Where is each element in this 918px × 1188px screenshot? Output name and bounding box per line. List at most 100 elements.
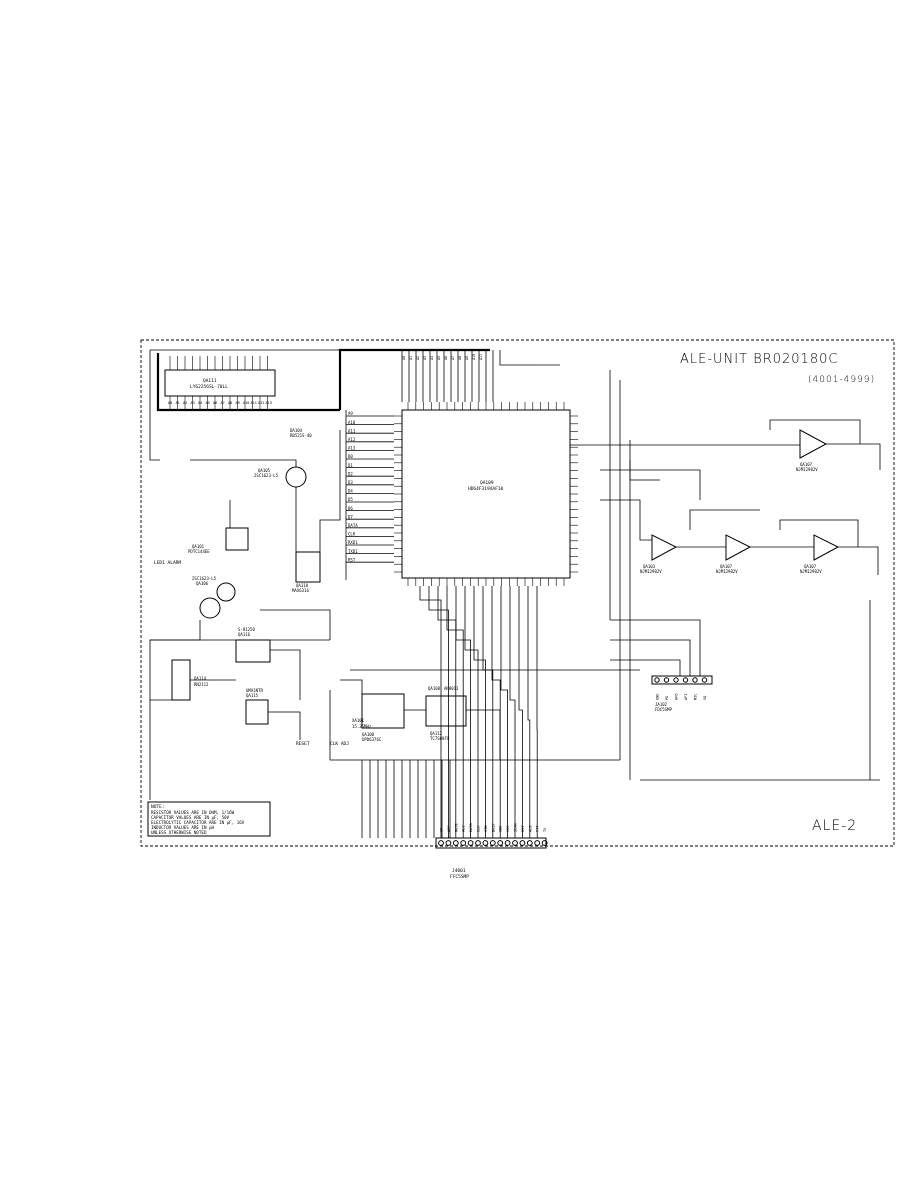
opamp-chain: QA107 NJM12902V QA103 NJM12902V QA107 NJ… — [570, 419, 881, 575]
connector-pin-label: RST — [521, 825, 525, 832]
connector-pin — [541, 840, 548, 846]
osc-ic-part: UPD6376C — [362, 737, 382, 742]
vco-part: AN8011 — [444, 686, 459, 691]
transistor-3-part: UMA1NTR — [246, 688, 263, 693]
connector-pin — [534, 840, 541, 846]
connector-pin-label: DATA — [469, 823, 473, 832]
sheet-label: ALE-2 — [812, 818, 857, 834]
sheet-title: ALE-UNIT BR020180C — [680, 352, 838, 367]
connector-pin-label: GND — [499, 826, 503, 833]
opamp-4-part: NJM12902V — [800, 569, 822, 574]
left-bus-label: D0 — [348, 454, 353, 459]
connector-pin-label: VCC — [506, 826, 510, 833]
opamp-3-part: NJM12902V — [716, 569, 738, 574]
connector-j1-pin-label: AFI — [684, 694, 688, 701]
fanout-line — [473, 586, 486, 838]
left-bus-label: A9 — [348, 411, 353, 416]
left-bus-label: D6 — [348, 506, 353, 511]
connector-j1-pin — [682, 677, 689, 683]
left-bus-label: D1 — [348, 463, 353, 468]
top-bus-label: A8 — [458, 356, 462, 360]
memory-addr-label: A10 — [243, 401, 249, 405]
transistor-3-ref: QA115 — [246, 693, 259, 698]
connector-j1-pin-label: MIC — [694, 694, 698, 701]
left-bus-label: A11 — [348, 428, 356, 433]
connector-pin — [497, 840, 504, 846]
cpu-part: HD64F3194AF10 — [468, 486, 504, 492]
fanout-line — [527, 586, 531, 838]
opamp-1-ref: QA107 — [800, 462, 813, 467]
opamp-3-ref: QA107 — [720, 564, 733, 569]
transistor-cluster: QA105 2SC1623-L5 QA106 2SC1623-L5 QA101 … — [149, 428, 341, 800]
regulator-part: S-81250 — [238, 627, 255, 632]
top-bus-label: A6 — [444, 356, 448, 360]
fanout-line — [428, 586, 449, 838]
connector-j1-pin — [673, 677, 679, 683]
connector-pin — [489, 840, 496, 846]
osc-part: 15.36MHz — [352, 724, 372, 729]
top-bus-label: A9 — [465, 356, 469, 360]
jack-j1-part: FDC5SMP — [655, 707, 672, 712]
connector-pin-label: STB — [484, 826, 488, 833]
fanout-line — [518, 586, 523, 838]
cpu-ref: QA109 — [480, 480, 494, 486]
left-bus-label: D5 — [348, 497, 353, 502]
opamp-1-part: NJM12902V — [796, 467, 818, 472]
connector-pin — [519, 840, 526, 846]
cpu-ic: QA109 HD64F3194AF10 — [394, 402, 578, 586]
pulse-ref: QA114 — [194, 676, 207, 681]
opamp-2-ref: QA103 — [643, 564, 656, 569]
top-bus-label: A7 — [451, 356, 455, 360]
memory-part: LY62256SL-70LL — [190, 384, 228, 390]
connector-j1-pin — [692, 677, 698, 683]
logic-ref: QA112 — [430, 731, 443, 736]
connector-j1-pin-label: GND — [656, 694, 660, 701]
reset-net-label: RESET — [296, 741, 310, 747]
left-bus-label: DATA — [348, 523, 358, 528]
left-bus-label: TXD1 — [348, 549, 358, 554]
pulse-part: RN2112 — [194, 682, 209, 687]
notes-heading: NOTE: — [151, 804, 165, 810]
connector-pin — [504, 840, 511, 846]
diode-4-ref: DA104 — [290, 428, 303, 433]
memory-addr-label: A2 — [183, 401, 187, 405]
connector-j1-pin-label: SQ — [703, 696, 707, 700]
top-bus-label: A2 — [416, 356, 420, 360]
transistor-2-part: 2SC1623-L5 — [192, 576, 217, 581]
memory-addr-label: A8 — [228, 401, 232, 405]
regulator-ref: QA116 — [238, 632, 251, 637]
connector-pin — [460, 840, 467, 846]
left-bus-label: RST — [348, 557, 356, 562]
connector-pin — [438, 840, 444, 846]
connector-j1-pin — [654, 677, 660, 683]
fanout-line — [455, 586, 471, 838]
left-bus-label: RXD1 — [348, 540, 358, 545]
memory-addr-label: A11 — [251, 401, 257, 405]
oscillator-section: QA100 UPD6376C XA101 15.36MHz QA112 TC7S… — [329, 669, 640, 761]
connector-pin-label: CLK — [477, 825, 481, 832]
fanout-line — [482, 586, 494, 838]
left-bus-label: D4 — [348, 489, 353, 494]
memory-addr-label: A6 — [213, 401, 217, 405]
notes-line-1: RESISTOR VALUES ARE IN OHM, 1/16W — [151, 810, 235, 815]
memory-addr-label: A12 — [258, 401, 264, 405]
left-bus-label: D2 — [348, 471, 353, 476]
connector-pin — [526, 840, 533, 846]
connector-pin — [482, 840, 489, 846]
memory-addr-label: A13 — [266, 401, 272, 405]
fanout-line — [464, 586, 479, 838]
top-bus-label: A10 — [472, 354, 476, 360]
opamp-2-part: NJM12902V — [640, 569, 662, 574]
connector-j1-pin — [663, 677, 670, 683]
sheet-border — [140, 339, 895, 847]
connector-pin — [467, 840, 474, 846]
memory-addr-label: A5 — [206, 401, 210, 405]
osc-ref: XA101 — [352, 718, 365, 723]
connector-pin-label: PTT — [536, 825, 540, 832]
connector-pin-label: ALC — [462, 826, 466, 833]
top-bus-label: A11 — [479, 354, 483, 360]
connector-pin — [512, 840, 518, 846]
fanout-line — [500, 586, 508, 838]
memory-ref: QA111 — [203, 378, 217, 384]
